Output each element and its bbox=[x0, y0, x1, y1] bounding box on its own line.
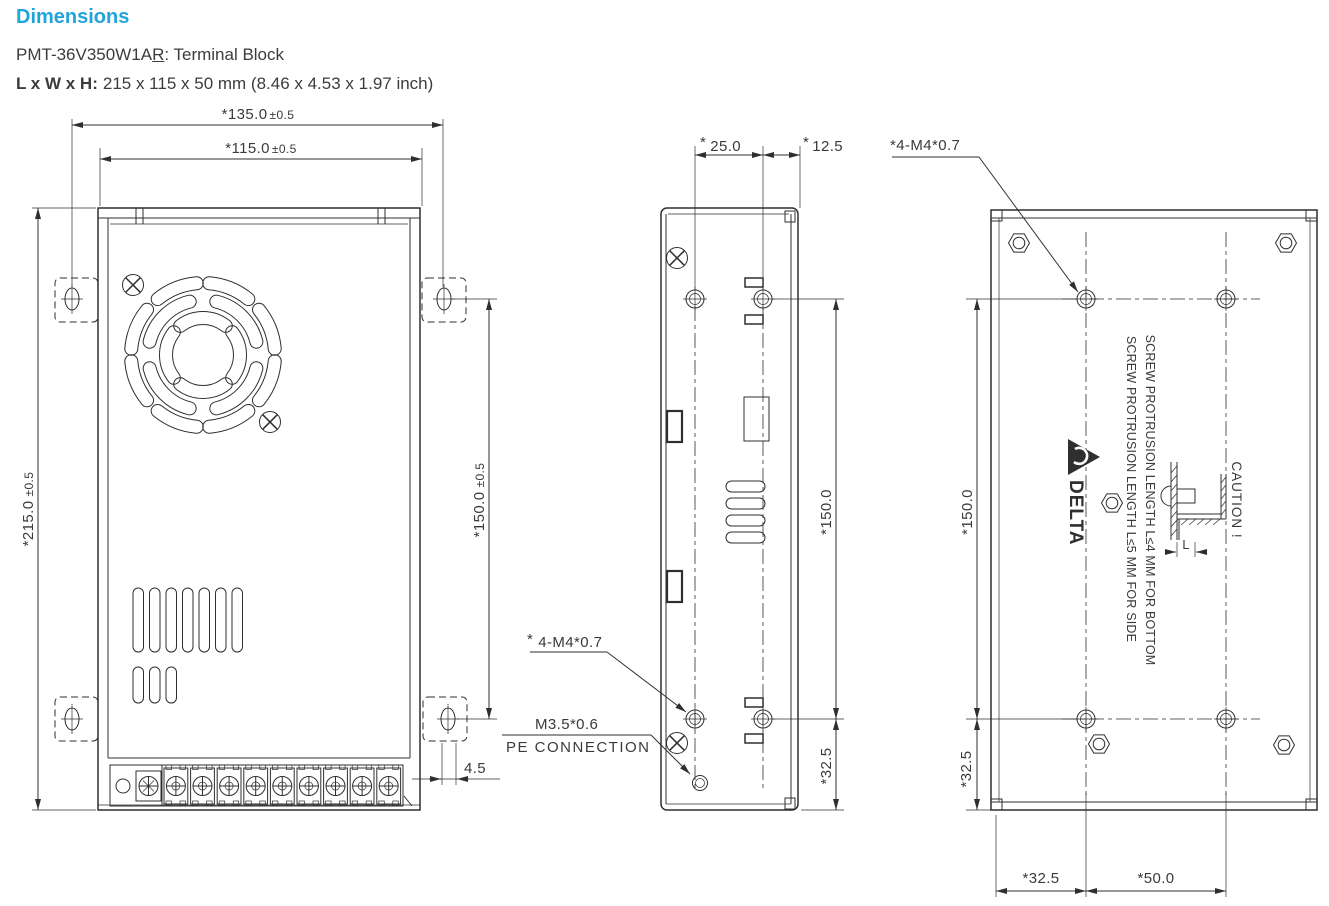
model-underlined-char: R bbox=[152, 45, 165, 64]
bracket-holes bbox=[61, 284, 459, 734]
fan-grille bbox=[122, 274, 282, 434]
size-label: L x W x H: bbox=[16, 74, 98, 93]
screw-length-label: L bbox=[1182, 538, 1189, 552]
screw-protrusion-diagram: L bbox=[1160, 462, 1227, 557]
led-indicator bbox=[115, 778, 131, 794]
delta-wordmark: DELTA bbox=[1065, 480, 1086, 546]
model-line: PMT-36V350W1AR: Terminal Block bbox=[16, 45, 433, 65]
model-prefix: PMT-36V350W1A bbox=[16, 45, 153, 64]
label-pe-thread: M3.5*0.6 bbox=[535, 716, 598, 733]
dim-hole-to-edge: *12.5 bbox=[803, 134, 843, 155]
dim-bottom-left: *32.5 bbox=[1022, 870, 1059, 887]
back-features bbox=[1007, 233, 1298, 755]
dim-bracket-slot: 4.5 bbox=[464, 760, 486, 777]
mounting-brackets bbox=[54, 277, 468, 742]
note-screw-bottom: SCREW PROTRUSION LENGTH L≤4 MM FOR BOTTO… bbox=[1143, 335, 1157, 666]
front-view: *135.0±0.5 *115.0±0.5 *215.0±0.5 *150.0±… bbox=[20, 106, 500, 811]
size-value: 215 x 115 x 50 mm (8.46 x 4.53 x 1.97 in… bbox=[102, 74, 434, 93]
header: Dimensions PMT-36V350W1AR: Terminal Bloc… bbox=[16, 6, 433, 94]
terminal-block-frame bbox=[161, 764, 404, 807]
pe-hole bbox=[692, 775, 708, 791]
dim-bottom-offset-back: *32.5 bbox=[958, 750, 975, 787]
terminal-strip bbox=[163, 764, 402, 806]
dim-overall-height: *215.0±0.5 bbox=[20, 472, 37, 547]
label-mount-thread-back: *4-M4*0.7 bbox=[890, 137, 960, 154]
delta-triangle-icon bbox=[1068, 439, 1100, 475]
dim-mount-pitch-side: *150.0 bbox=[818, 489, 835, 535]
screw-head bbox=[1160, 485, 1172, 507]
note-screw-side: SCREW PROTRUSION LENGTH L≤5 MM FOR SIDE bbox=[1124, 336, 1138, 642]
dim-body-width: *115.0±0.5 bbox=[225, 140, 297, 157]
caution-label: CAUTION ! bbox=[1229, 461, 1244, 538]
dim-mount-pitch-front: *150.0±0.5 bbox=[471, 463, 488, 538]
side-features bbox=[666, 247, 775, 754]
label-mount-thread-side: *4-M4*0.7 bbox=[527, 631, 602, 651]
vadj-potentiometer bbox=[135, 770, 162, 802]
dim-bottom-offset-side: *32.5 bbox=[818, 747, 835, 784]
delta-logo: DELTA bbox=[1065, 439, 1100, 546]
back-view: *4-M4*0.7 *150.0 *32.5 *32.5 *50.0 SCREW… bbox=[890, 137, 1318, 897]
model-suffix: : Terminal Block bbox=[164, 45, 285, 64]
dim-mount-pitch-back: *150.0 bbox=[959, 489, 976, 535]
vent-slots bbox=[132, 587, 243, 704]
label-pe-connection: PE CONNECTION bbox=[506, 739, 651, 756]
dim-overall-width: *135.0±0.5 bbox=[222, 106, 295, 123]
dim-bottom-pitch: *50.0 bbox=[1137, 870, 1174, 887]
page-title: Dimensions bbox=[16, 6, 130, 28]
dim-hole-to-hole: *25.0 bbox=[700, 134, 741, 155]
size-line: L x W x H:215 x 115 x 50 mm (8.46 x 4.53… bbox=[16, 74, 433, 94]
side-view: *25.0 *12.5 *150.0 *32.5 *4-M4*0.7 M3.5*… bbox=[502, 134, 844, 811]
